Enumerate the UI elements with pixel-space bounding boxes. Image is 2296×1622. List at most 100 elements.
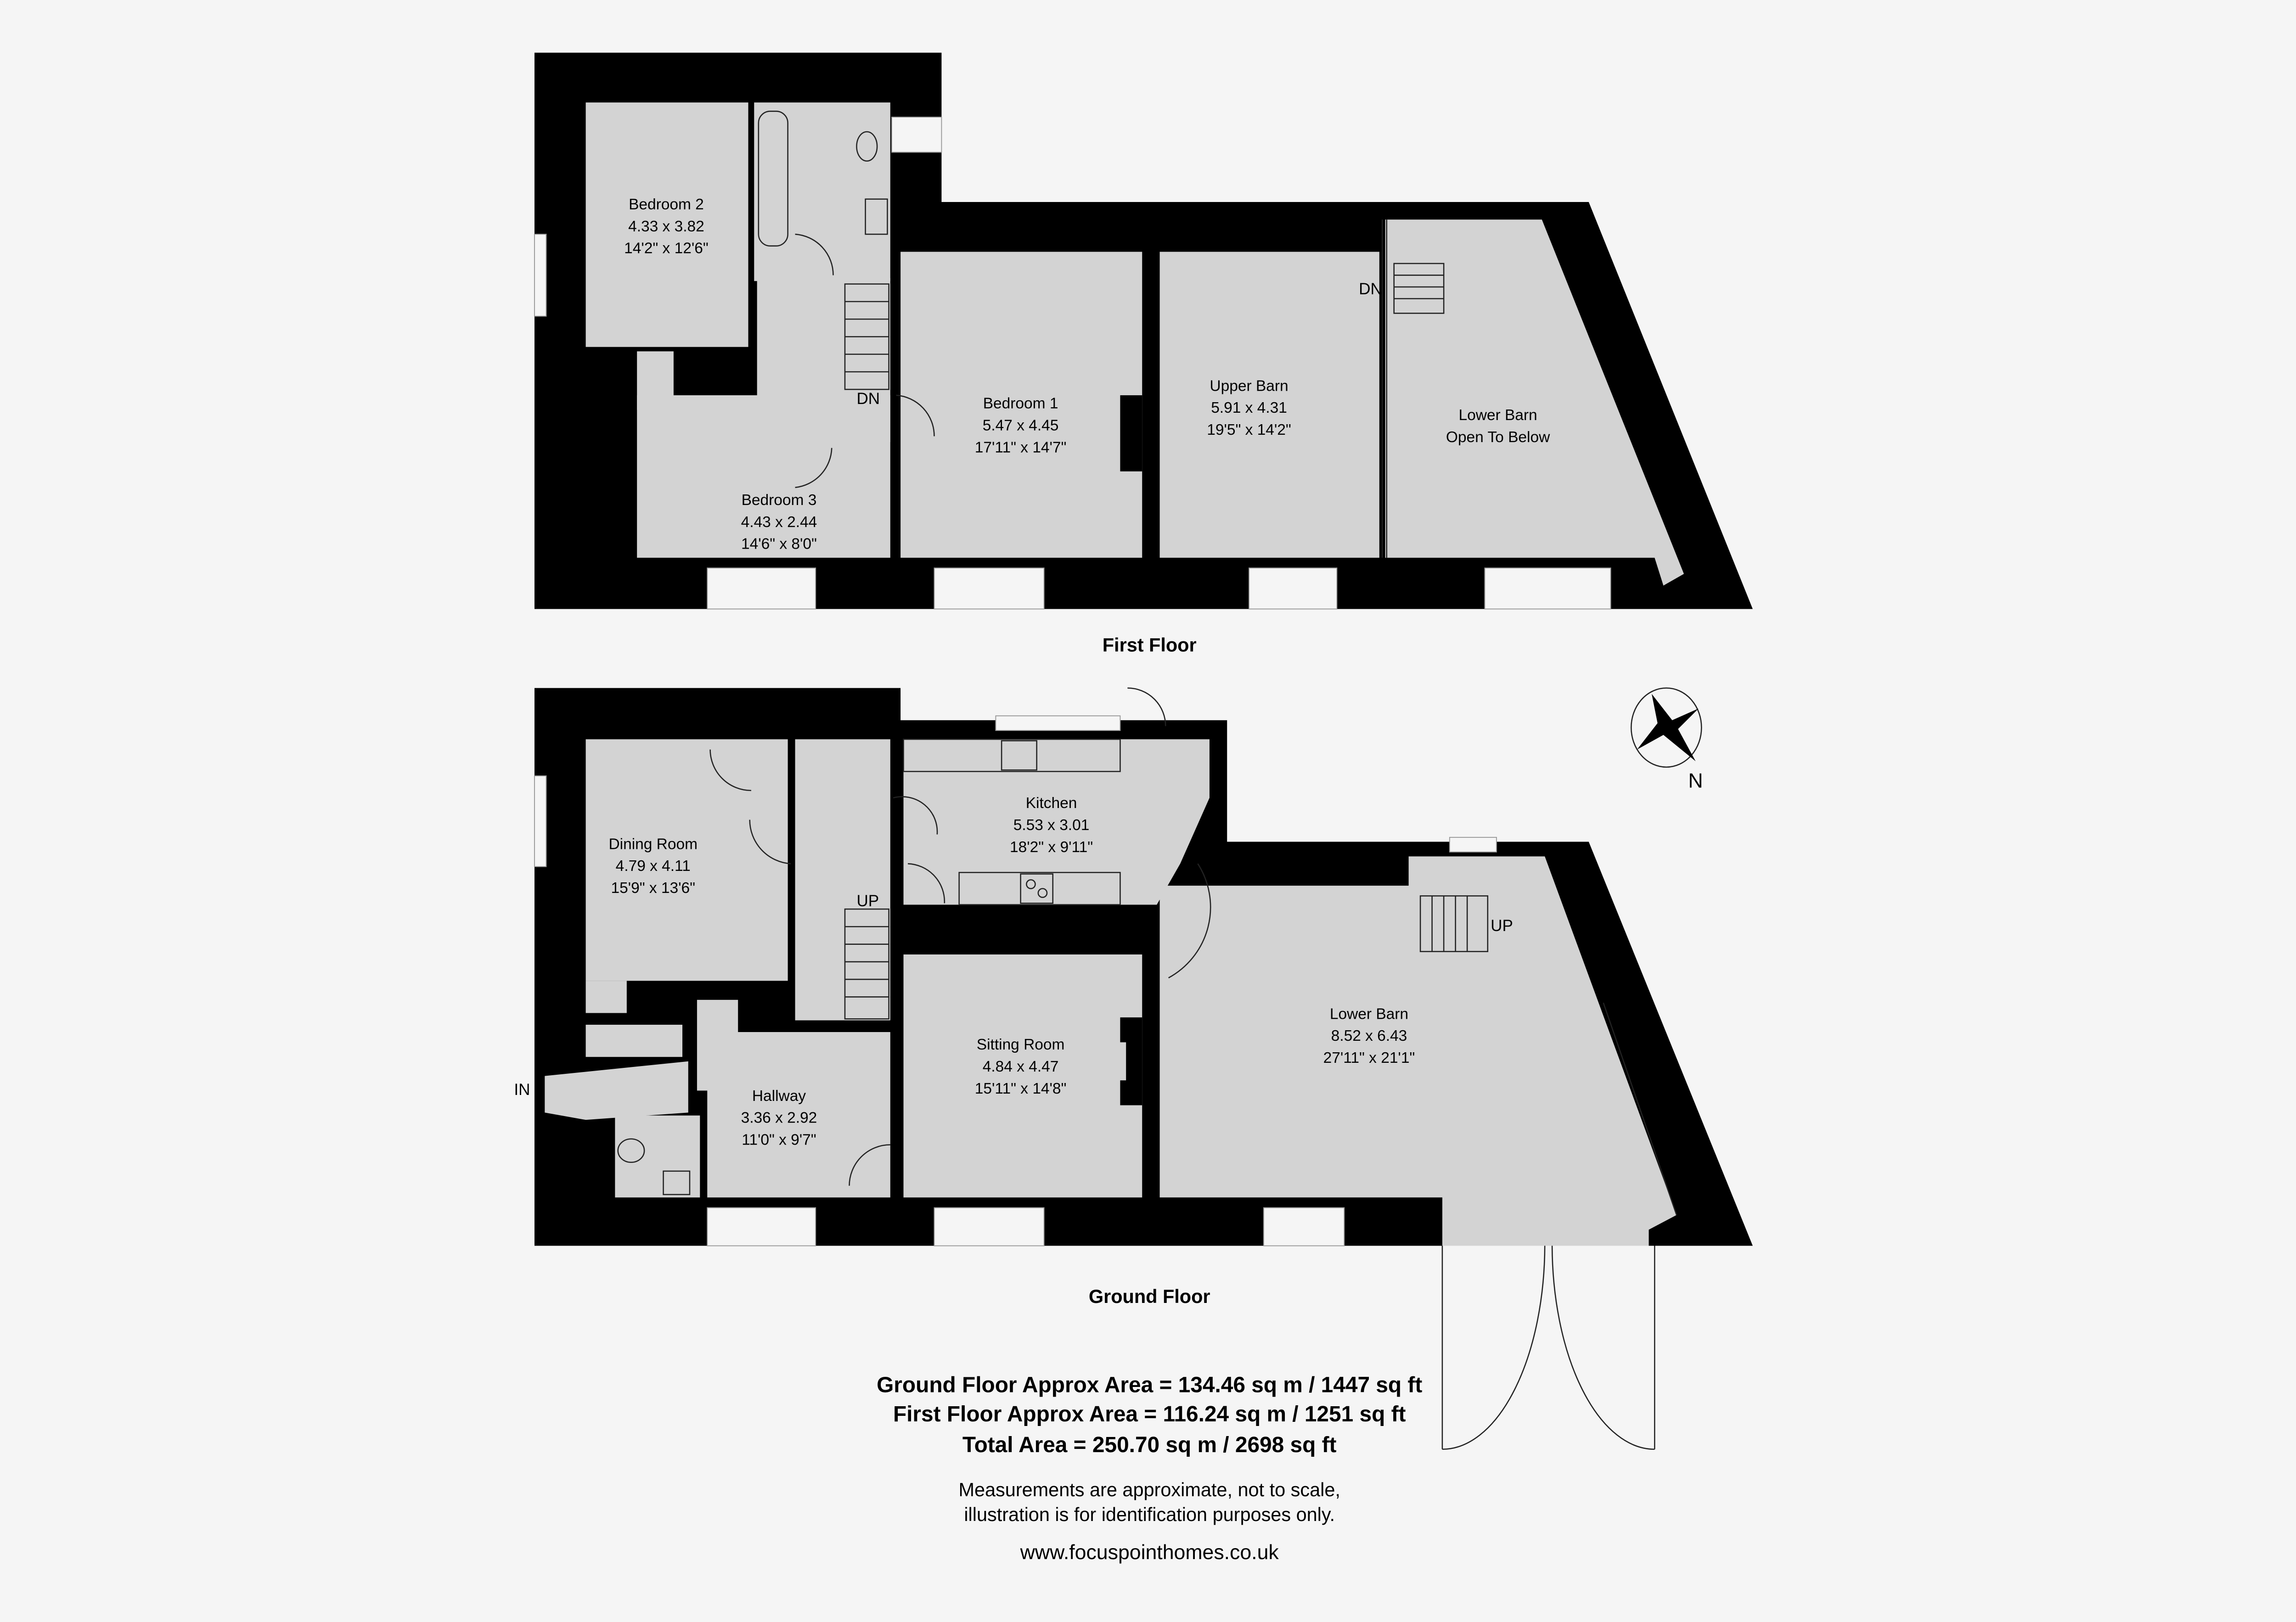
stairs-up-label: UP bbox=[856, 892, 879, 910]
window bbox=[534, 775, 547, 867]
door-swing bbox=[709, 749, 751, 791]
disclaimer-line-2: illustration is for identification purpo… bbox=[964, 1504, 1335, 1525]
corridor-area bbox=[795, 739, 890, 1021]
door-swing bbox=[795, 233, 834, 275]
svg-text:19'5" x 14'2": 19'5" x 14'2" bbox=[1207, 421, 1291, 438]
stairs-up-label: UP bbox=[1491, 917, 1513, 935]
svg-text:14'6" x 8'0": 14'6" x 8'0" bbox=[741, 536, 817, 553]
porch-area bbox=[545, 1061, 688, 1120]
svg-text:14'2" x 12'6": 14'2" x 12'6" bbox=[624, 240, 709, 257]
toilet-icon bbox=[856, 131, 878, 162]
sitting-room-area bbox=[903, 954, 1142, 1198]
disclaimer-line-1: Measurements are approximate, not to sca… bbox=[958, 1479, 1340, 1500]
website-link[interactable]: www.focuspointhomes.co.uk bbox=[1020, 1541, 1279, 1564]
stairs-icon bbox=[844, 263, 1445, 390]
door-swing bbox=[908, 863, 945, 904]
bedroom-3-area bbox=[637, 395, 890, 558]
svg-text:11'0" x 9'7": 11'0" x 9'7" bbox=[742, 1132, 816, 1149]
hearth bbox=[1108, 1042, 1126, 1081]
toilet-icon bbox=[617, 1138, 645, 1163]
lower-barn-area bbox=[1159, 856, 1677, 1246]
chimney-breast bbox=[1120, 395, 1142, 471]
svg-text:Upper Barn: Upper Barn bbox=[1210, 377, 1288, 394]
window bbox=[995, 715, 1121, 731]
window bbox=[707, 1207, 816, 1246]
svg-text:4.33 x 3.82: 4.33 x 3.82 bbox=[628, 218, 704, 235]
svg-text:Bedroom 2: Bedroom 2 bbox=[629, 196, 704, 213]
svg-text:4.43 x 2.44: 4.43 x 2.44 bbox=[741, 514, 817, 531]
first-floor-title: First Floor bbox=[1103, 634, 1197, 656]
compass-rose-icon: N bbox=[1630, 687, 1703, 792]
stairs-icon bbox=[844, 895, 1489, 1020]
svg-text:15'9" x 13'6": 15'9" x 13'6" bbox=[611, 880, 695, 897]
door-swing bbox=[749, 819, 791, 864]
room-label-dining-room: Dining Room 4.79 x 4.11 15'9" x 13'6" bbox=[609, 836, 698, 897]
lower-barn-void bbox=[1385, 219, 1684, 586]
dining-alcove bbox=[585, 981, 627, 1013]
basin-icon bbox=[663, 1170, 691, 1195]
svg-text:18'2" x 9'11": 18'2" x 9'11" bbox=[1010, 839, 1093, 856]
cupboard-area bbox=[585, 1025, 683, 1057]
upper-barn-area bbox=[1159, 252, 1379, 558]
cupboard-area bbox=[697, 999, 738, 1091]
door-swing bbox=[849, 1144, 890, 1186]
svg-text:Hallway: Hallway bbox=[752, 1088, 806, 1105]
window bbox=[1484, 567, 1611, 610]
room-label-lower-barn-void: Lower Barn Open To Below bbox=[1446, 407, 1550, 446]
svg-text:Lower Barn: Lower Barn bbox=[1459, 407, 1537, 424]
sink-icon bbox=[1001, 740, 1037, 771]
total-area: Total Area = 250.70 sq m / 2698 sq ft bbox=[962, 1433, 1337, 1457]
hob-ring bbox=[1037, 888, 1048, 898]
hob-ring bbox=[1026, 879, 1036, 889]
window bbox=[1249, 567, 1338, 610]
door-swing bbox=[1168, 863, 1211, 979]
svg-text:5.47 x 4.45: 5.47 x 4.45 bbox=[983, 417, 1059, 434]
svg-text:Dining Room: Dining Room bbox=[609, 836, 698, 853]
room-label-bedroom-3: Bedroom 3 4.43 x 2.44 14'6" x 8'0" bbox=[741, 492, 817, 553]
kitchen-area bbox=[903, 739, 1210, 905]
door-swing bbox=[896, 394, 935, 437]
window bbox=[1263, 1207, 1345, 1246]
room-label-hallway: Hallway 3.36 x 2.92 11'0" x 9'7" bbox=[741, 1088, 817, 1149]
bathroom-area bbox=[754, 102, 890, 281]
room-label-sitting-room: Sitting Room 4.84 x 4.47 15'11" x 14'8" bbox=[975, 1036, 1067, 1097]
wc-area bbox=[615, 1115, 700, 1198]
window bbox=[1449, 836, 1497, 853]
svg-text:15'11" x 14'8": 15'11" x 14'8" bbox=[975, 1080, 1067, 1097]
room-label-kitchen: Kitchen 5.53 x 3.01 18'2" x 9'11" bbox=[1010, 795, 1093, 856]
svg-text:5.53 x 3.01: 5.53 x 3.01 bbox=[1013, 817, 1090, 834]
first-floor-plan: Bedroom 2 4.33 x 3.82 14'2" x 12'6" Bedr… bbox=[534, 52, 1753, 656]
svg-text:4.84 x 4.47: 4.84 x 4.47 bbox=[983, 1058, 1059, 1075]
french-door-swing bbox=[1441, 1246, 1655, 1450]
window bbox=[934, 567, 1045, 610]
compass-north-label: N bbox=[1688, 769, 1703, 792]
worktop bbox=[903, 738, 1121, 772]
room-label-upper-barn: Upper Barn 5.91 x 4.31 19'5" x 14'2" bbox=[1207, 377, 1291, 438]
svg-text:27'11" x 21'1": 27'11" x 21'1" bbox=[1323, 1050, 1415, 1066]
bedroom-1-area bbox=[900, 252, 1142, 558]
bedroom-2-area bbox=[585, 102, 748, 347]
dining-room-area bbox=[585, 739, 788, 981]
svg-text:Bedroom 3: Bedroom 3 bbox=[742, 492, 817, 509]
hob-icon bbox=[1020, 873, 1054, 904]
window bbox=[534, 234, 547, 317]
entrance-label: IN bbox=[514, 1081, 530, 1099]
window bbox=[934, 1207, 1045, 1246]
ground-floor-area: Ground Floor Approx Area = 134.46 sq m /… bbox=[877, 1373, 1422, 1397]
window bbox=[891, 117, 942, 153]
room-label-bedroom-1: Bedroom 1 5.47 x 4.45 17'11" x 14'7" bbox=[975, 395, 1067, 456]
svg-text:3.36 x 2.92: 3.36 x 2.92 bbox=[741, 1110, 817, 1127]
svg-text:4.79 x 4.11: 4.79 x 4.11 bbox=[616, 858, 691, 875]
window bbox=[707, 567, 816, 610]
glazed-screen bbox=[1603, 1002, 1677, 1215]
stairs-down-label: DN bbox=[856, 390, 880, 408]
door-swing bbox=[795, 448, 833, 488]
svg-text:Lower Barn: Lower Barn bbox=[1330, 1005, 1408, 1022]
svg-text:8.52 x 6.43: 8.52 x 6.43 bbox=[1331, 1027, 1407, 1044]
svg-text:Sitting Room: Sitting Room bbox=[977, 1036, 1065, 1053]
svg-text:Bedroom 1: Bedroom 1 bbox=[983, 395, 1058, 412]
cupboard-area bbox=[637, 351, 674, 410]
worktop bbox=[958, 872, 1121, 905]
svg-text:17'11" x 14'7": 17'11" x 14'7" bbox=[975, 439, 1067, 456]
